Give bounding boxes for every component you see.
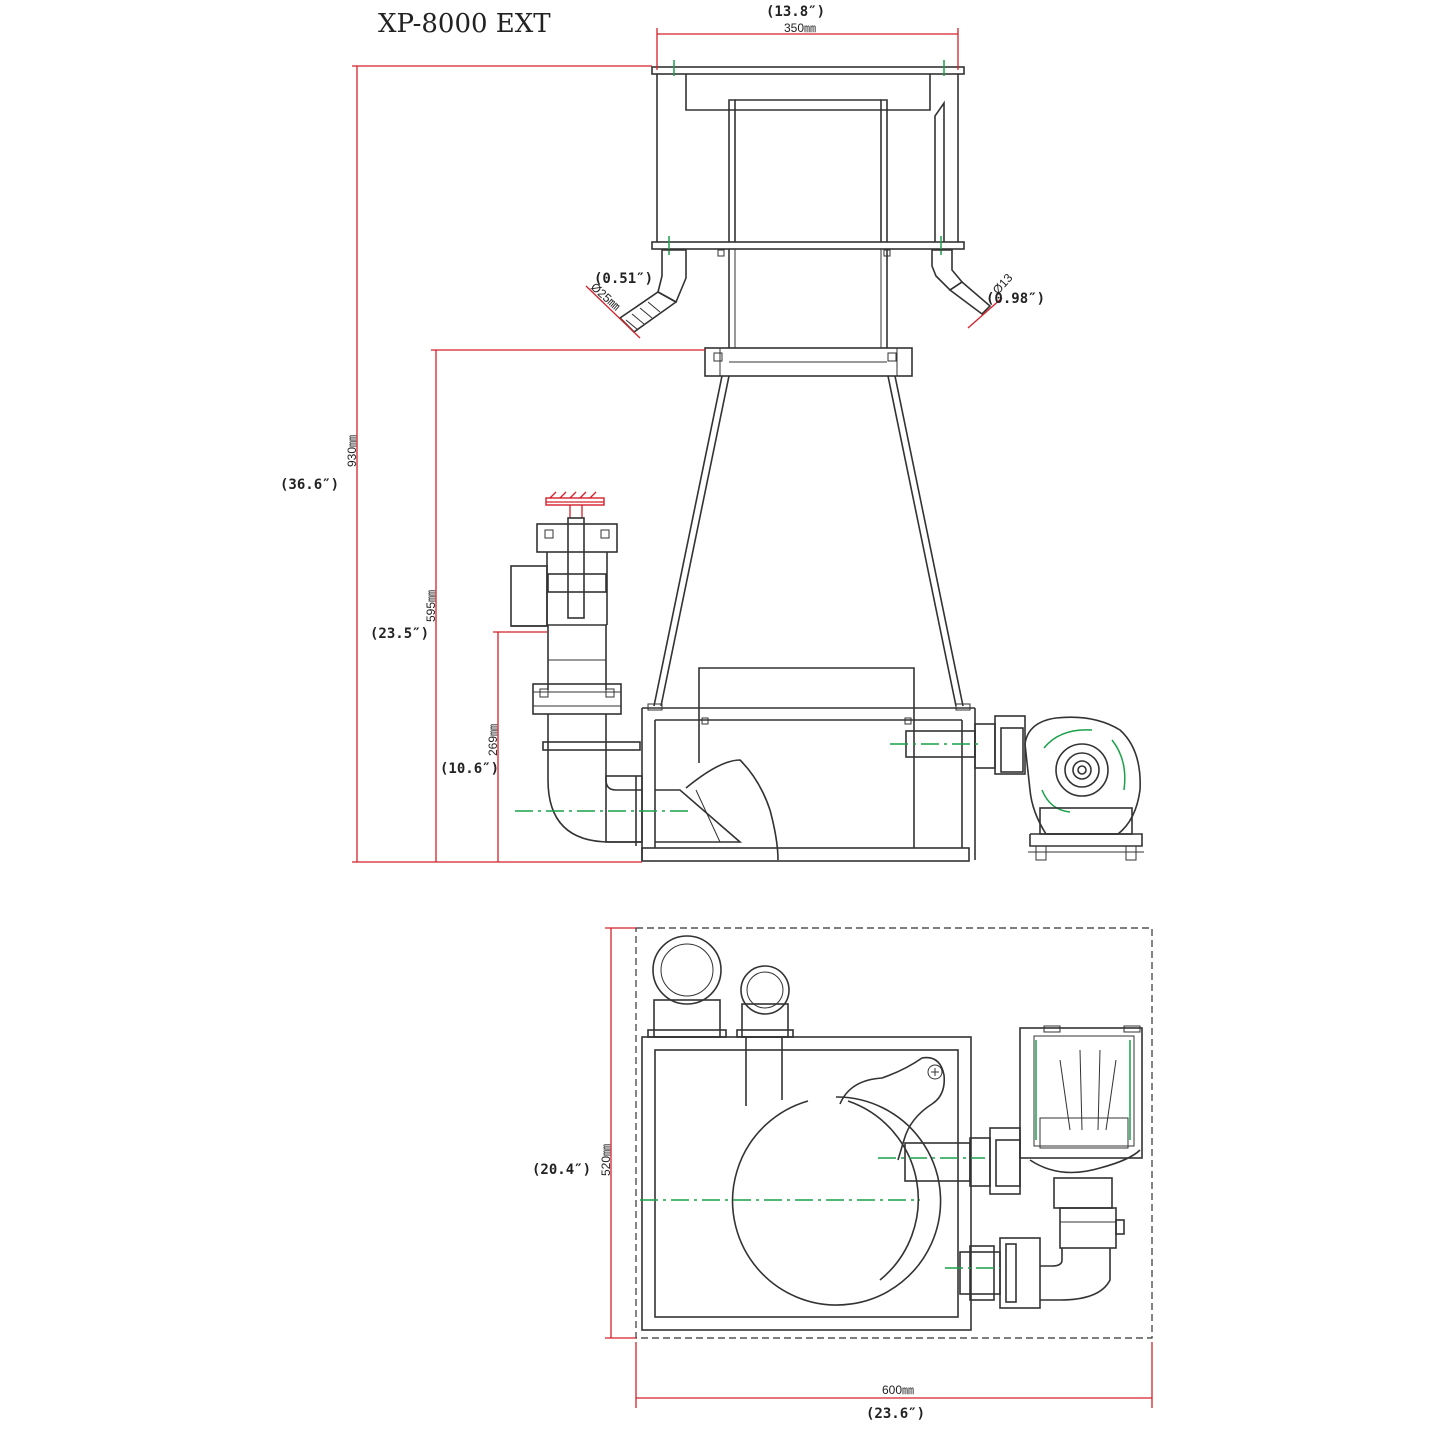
body-height-mm: 595㎜ <box>424 590 438 622</box>
left-port-inches: (0.51″) <box>594 271 653 287</box>
plan-pump <box>1019 1025 1143 1174</box>
base-width-mm: 600㎜ <box>882 1383 914 1397</box>
outlet-height-inches: (10.6″) <box>440 761 499 777</box>
water-level-valve <box>510 491 643 846</box>
plan-port-large <box>647 935 727 1038</box>
total-height-mm: 930㎜ <box>345 435 359 467</box>
top-collection-cup <box>651 60 965 348</box>
plan-port-small <box>736 965 794 1106</box>
base-chamber <box>641 667 976 862</box>
right-port-inches: (0.98″) <box>986 291 1045 307</box>
base-width-inches: (23.6″) <box>866 1406 925 1422</box>
reaction-cone <box>647 375 971 711</box>
body-height-inches: (23.5″) <box>370 626 429 642</box>
top-width-inches: (13.8″) <box>766 4 825 20</box>
plan-view <box>635 927 1153 1339</box>
outlet-height-mm: 269㎜ <box>486 724 500 756</box>
front-elevation <box>510 60 1144 862</box>
dimension-lines-front <box>352 28 959 863</box>
right-drain-port <box>931 249 1003 329</box>
total-height-inches: (36.6″) <box>280 477 339 493</box>
plan-cone-circle <box>731 1096 942 1306</box>
plan-outlet-fitting <box>959 1177 1125 1309</box>
left-drain-port <box>585 249 687 339</box>
drawing-title: XP-8000 EXT <box>378 9 551 39</box>
top-width-mm: 350㎜ <box>784 21 816 35</box>
collar-ring <box>704 347 913 377</box>
recirculation-pump <box>905 715 1144 861</box>
base-depth-inches: (20.4″) <box>532 1162 591 1178</box>
base-depth-mm: 520㎜ <box>599 1144 613 1176</box>
dimension-lines-plan <box>605 927 1153 1408</box>
